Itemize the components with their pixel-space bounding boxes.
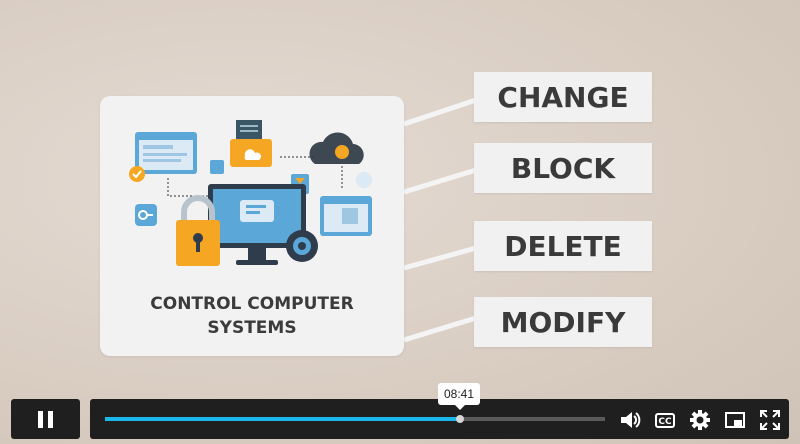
label-delete: DELETE: [474, 221, 652, 271]
label-change: CHANGE: [474, 72, 652, 122]
pause-button[interactable]: [11, 399, 80, 439]
volume-button[interactable]: [619, 409, 641, 431]
illustration-card: CONTROL COMPUTER SYSTEMS: [100, 96, 404, 356]
settings-icon: [690, 410, 710, 430]
card-title-line2: SYSTEMS: [207, 318, 297, 338]
settings-window-icon: [320, 196, 372, 236]
label-block: BLOCK: [474, 143, 652, 193]
cloud-icon: [309, 132, 364, 164]
computer-systems-illustration: [129, 120, 372, 266]
monitor-icon: [208, 184, 306, 265]
share-icon: [210, 160, 224, 174]
picture-in-picture-icon: [725, 412, 745, 428]
captions-icon: CC: [655, 412, 675, 428]
volume-icon: [621, 412, 641, 428]
label-modify: MODIFY: [474, 297, 652, 347]
settings-button[interactable]: [689, 409, 711, 431]
progress-bar[interactable]: [105, 415, 605, 423]
progress-handle[interactable]: [456, 415, 464, 423]
fullscreen-button[interactable]: [759, 409, 781, 431]
progress-fill: [105, 417, 460, 421]
gear-icon: [286, 230, 318, 262]
browser-window-icon: [135, 132, 197, 174]
card-title: CONTROL COMPUTER SYSTEMS: [100, 292, 404, 340]
folder-document-icon: [230, 120, 272, 167]
fullscreen-icon: [760, 410, 780, 430]
pause-icon: [38, 410, 53, 428]
captions-button[interactable]: CC: [654, 409, 676, 431]
card-title-line1: CONTROL COMPUTER: [150, 294, 354, 314]
check-badge-icon: [129, 166, 145, 182]
time-tooltip: 08:41: [438, 383, 480, 410]
control-bar: [90, 399, 789, 439]
padlock-icon: [176, 195, 220, 266]
pip-button[interactable]: [724, 409, 746, 431]
tools-icon: [356, 172, 372, 188]
